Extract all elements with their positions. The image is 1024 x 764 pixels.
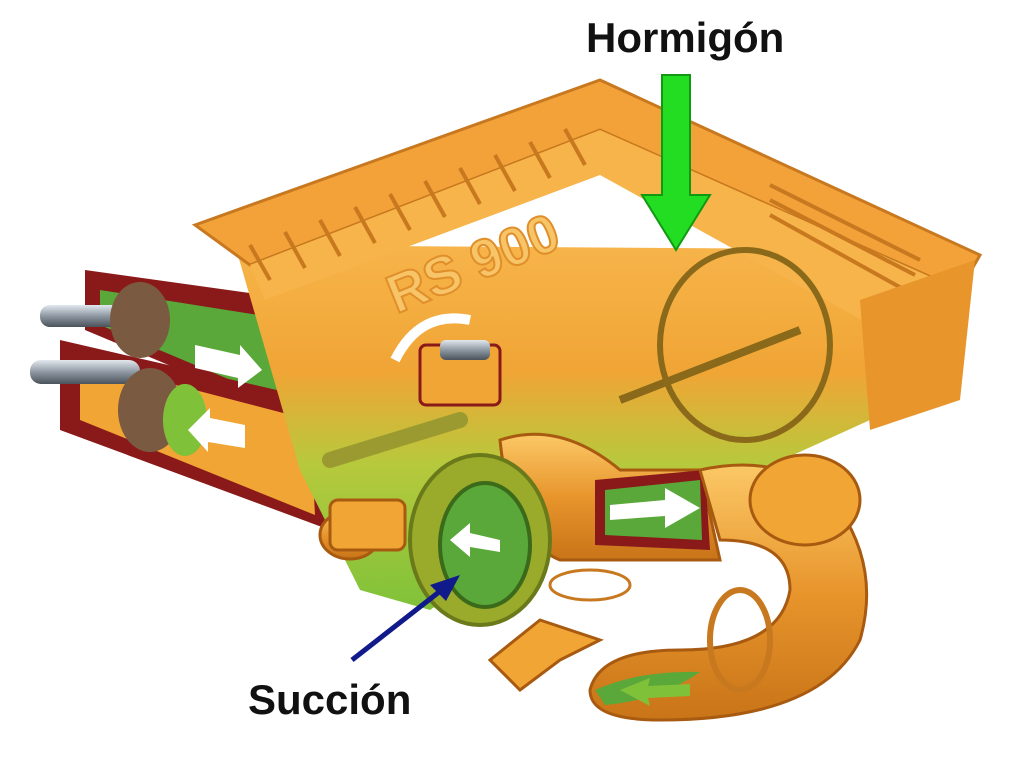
suction-label: Succión xyxy=(248,676,412,723)
lower-opening xyxy=(548,568,632,602)
suction-arrow xyxy=(350,575,460,662)
hydraulic-cylinders xyxy=(30,270,330,530)
lower-piston-rod xyxy=(30,360,140,384)
outlet-clamp xyxy=(707,587,773,693)
pivot-bearing xyxy=(318,498,407,561)
concrete-inlet-arrow xyxy=(640,74,712,252)
upper-flow-arrow xyxy=(195,345,262,388)
outlet-flow-arrow xyxy=(620,678,690,706)
lower-flow-arrow xyxy=(188,408,245,452)
hopper-right-wall xyxy=(860,260,975,430)
rocker-mechanism xyxy=(390,313,502,407)
hopper xyxy=(191,78,983,610)
lower-bracket xyxy=(487,618,604,692)
suction-flow-arrow xyxy=(450,523,500,557)
s-tube-flow-arrow xyxy=(610,488,700,528)
flange-clamp xyxy=(748,453,862,547)
suction-port xyxy=(408,453,632,627)
upper-piston xyxy=(110,282,170,358)
agitator-wheel xyxy=(657,247,833,443)
grate-bars xyxy=(248,128,921,292)
concrete-label: Hormigón xyxy=(586,14,785,61)
agitator-shaft xyxy=(618,326,802,404)
agitator-rod xyxy=(322,412,468,468)
s-tube-outlet xyxy=(498,432,869,722)
